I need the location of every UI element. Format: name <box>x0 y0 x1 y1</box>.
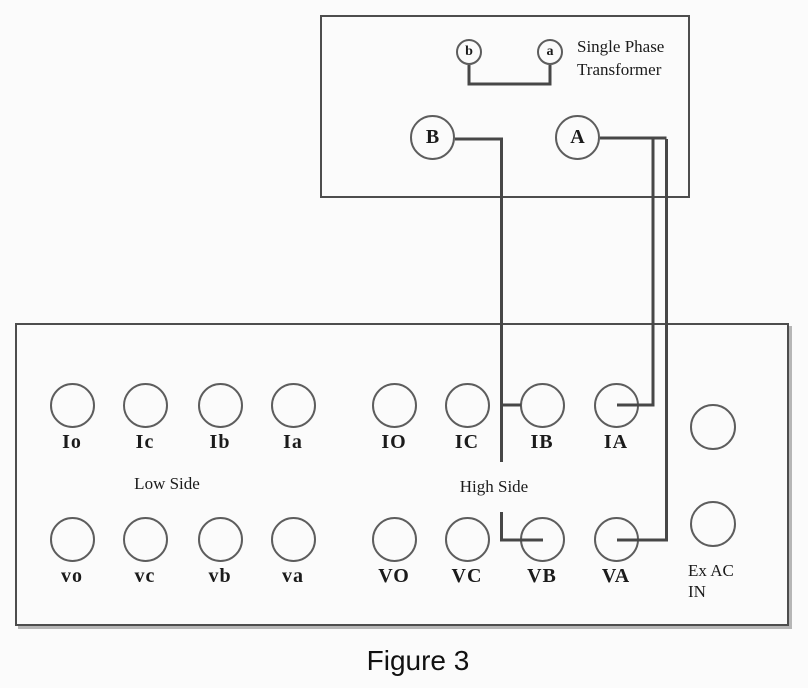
terminal-IC: IC <box>427 383 507 454</box>
terminal-A: A <box>555 115 600 160</box>
terminal-IA: IA <box>576 383 656 454</box>
terminal-IO-jack <box>371 383 417 428</box>
terminal-B: B <box>410 115 455 160</box>
transformer-label: Single Phase Transformer <box>577 37 665 79</box>
terminal-Io-jack <box>49 383 95 428</box>
terminal-IO: IO <box>354 383 434 454</box>
figure-caption: Figure 3 <box>366 645 470 676</box>
terminal-Ia: Ia <box>253 383 333 454</box>
terminal-b: b <box>456 39 482 65</box>
terminal-Ic-label: Ic <box>135 431 155 453</box>
terminal-va-jack <box>270 517 316 562</box>
terminal-VO: VO <box>354 517 434 588</box>
terminal-b-label: b <box>465 44 473 59</box>
terminal-Io-label: Io <box>62 431 82 453</box>
terminal-VO-jack <box>371 517 417 562</box>
terminal-vc: vc <box>105 517 185 588</box>
terminal-IA-jack <box>593 383 639 428</box>
terminal-IO-label: IO <box>381 431 407 453</box>
terminal-Ib-jack <box>197 383 243 428</box>
terminal-VA-jack <box>593 517 639 562</box>
terminal-vb-jack <box>197 517 243 562</box>
terminal-Ic-jack <box>122 383 168 428</box>
terminal-a: a <box>537 39 563 65</box>
terminal-VB-label: VB <box>527 565 557 587</box>
terminal-Ic: Ic <box>105 383 185 454</box>
terminal-VC-label: VC <box>451 565 483 587</box>
terminal-A-label: A <box>570 126 585 148</box>
terminal-vc-jack <box>122 517 168 562</box>
terminal-VA-label: VA <box>601 565 631 587</box>
terminal-VC: VC <box>427 517 507 588</box>
terminal-vb: vb <box>180 517 260 588</box>
terminal-exac-top-jack <box>690 404 736 450</box>
terminal-Ib: Ib <box>180 383 260 454</box>
terminal-VA: VA <box>576 517 656 588</box>
test-set-panel: Io Ic Ib Ia IO IC IB IA <box>15 323 789 626</box>
terminal-Ia-label: Ia <box>283 431 303 453</box>
terminal-a-label: a <box>546 44 554 59</box>
terminal-VB: VB <box>502 517 582 588</box>
terminal-VC-jack <box>444 517 490 562</box>
high-side-label: High Side <box>456 477 532 497</box>
exac-label-line2: IN <box>688 582 706 601</box>
terminal-IB-label: IB <box>530 431 554 453</box>
terminal-Ib-label: Ib <box>209 431 231 453</box>
terminal-Io: Io <box>32 383 112 454</box>
terminal-vb-label: vb <box>208 565 232 587</box>
terminal-exac-bottom-jack <box>690 501 736 547</box>
exac-label: Ex AC IN <box>688 560 734 602</box>
terminal-vo-jack <box>49 517 95 562</box>
terminal-Ia-jack <box>270 383 316 428</box>
exac-label-line1: Ex AC <box>688 561 734 580</box>
terminal-B-label: B <box>425 126 440 148</box>
low-side-label: Low Side <box>131 474 203 494</box>
terminal-VO-label: VO <box>378 565 410 587</box>
terminal-IA-label: IA <box>603 431 629 453</box>
terminal-IC-label: IC <box>454 431 480 453</box>
terminal-va: va <box>253 517 333 588</box>
terminal-vo-label: vo <box>61 565 83 587</box>
terminal-IB-jack <box>519 383 565 428</box>
terminal-va-label: va <box>282 565 304 587</box>
terminal-vo: vo <box>32 517 112 588</box>
terminal-IC-jack <box>444 383 490 428</box>
terminal-VB-jack <box>519 517 565 562</box>
terminal-IB: IB <box>502 383 582 454</box>
transformer-box: Single Phase Transformer b a B A <box>320 15 690 198</box>
terminal-vc-label: vc <box>134 565 156 587</box>
